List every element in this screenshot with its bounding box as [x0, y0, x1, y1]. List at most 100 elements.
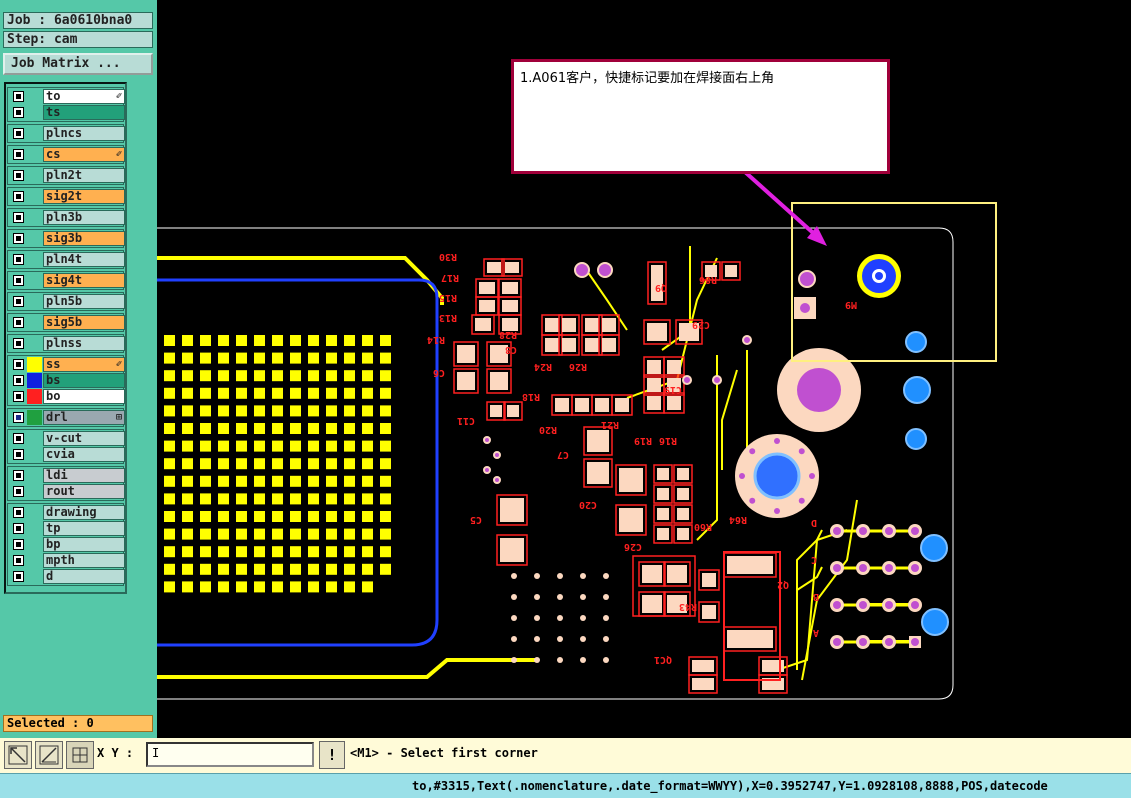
- layer-row-pln5b[interactable]: pln5b: [9, 294, 127, 309]
- layer-checkbox[interactable]: [13, 412, 24, 423]
- layer-name[interactable]: bp: [43, 537, 125, 552]
- layer-row-to[interactable]: to✐: [9, 89, 127, 104]
- layer-checkbox[interactable]: [13, 507, 24, 518]
- layer-name[interactable]: drawing: [43, 505, 125, 520]
- layer-checkbox[interactable]: [13, 191, 24, 202]
- layer-row-pln2t[interactable]: pln2t: [9, 168, 127, 183]
- layer-checkbox[interactable]: [13, 317, 24, 328]
- bga-pad: [218, 335, 229, 346]
- smd-pad: [500, 538, 524, 562]
- layer-row-ss[interactable]: ss✐: [9, 357, 127, 372]
- via: [511, 573, 517, 579]
- layer-row-drawing[interactable]: drawing: [9, 505, 127, 520]
- layer-name[interactable]: rout: [43, 484, 125, 499]
- xy-input[interactable]: I: [146, 742, 314, 767]
- layer-checkbox[interactable]: [13, 149, 24, 160]
- layer-color-swatch[interactable]: [27, 373, 42, 388]
- zoom-tool-button[interactable]: [4, 741, 32, 769]
- layer-row-pln4t[interactable]: pln4t: [9, 252, 127, 267]
- layer-color-swatch[interactable]: [27, 357, 42, 372]
- layer-row-bo[interactable]: bo: [9, 389, 127, 404]
- layer-checkbox[interactable]: [13, 338, 24, 349]
- layer-checkbox[interactable]: [13, 539, 24, 550]
- layer-checkbox[interactable]: [13, 275, 24, 286]
- layer-name[interactable]: sig4t: [43, 273, 125, 288]
- layer-name[interactable]: drl⊞: [43, 410, 125, 425]
- layer-checkbox[interactable]: [13, 91, 24, 102]
- layer-checkbox[interactable]: [13, 254, 24, 265]
- via: [493, 476, 501, 484]
- layer-name[interactable]: cvia: [43, 447, 125, 462]
- job-matrix-button[interactable]: Job Matrix ...: [3, 53, 153, 75]
- layer-checkbox[interactable]: [13, 128, 24, 139]
- layer-checkbox[interactable]: [13, 233, 24, 244]
- layer-row-cs[interactable]: cs✐: [9, 147, 127, 162]
- layer-name[interactable]: d: [43, 569, 125, 584]
- layer-name[interactable]: pln3b: [43, 210, 125, 225]
- layer-name[interactable]: bo: [43, 389, 125, 404]
- layer-name[interactable]: pln5b: [43, 294, 125, 309]
- layer-checkbox[interactable]: [13, 449, 24, 460]
- layer-name[interactable]: sig3b: [43, 231, 125, 246]
- layer-row-sig4t[interactable]: sig4t: [9, 273, 127, 288]
- layer-name[interactable]: cs✐: [43, 147, 125, 162]
- layer-name[interactable]: sig2t: [43, 189, 125, 204]
- layer-name[interactable]: ldi: [43, 468, 125, 483]
- layer-row-sig3b[interactable]: sig3b: [9, 231, 127, 246]
- layer-row-sig2t[interactable]: sig2t: [9, 189, 127, 204]
- layer-row-plncs[interactable]: plncs: [9, 126, 127, 141]
- layer-name[interactable]: ss✐: [43, 357, 125, 372]
- bga-pad: [326, 475, 337, 487]
- layer-row-ts[interactable]: ts: [9, 105, 127, 120]
- layer-checkbox[interactable]: [13, 359, 24, 370]
- layer-checkbox[interactable]: [13, 470, 24, 481]
- layer-row-ldi[interactable]: ldi: [9, 468, 127, 483]
- layer-row-pln3b[interactable]: pln3b: [9, 210, 127, 225]
- refdes-label: C29: [692, 319, 710, 330]
- silkscreen-outline: [663, 561, 691, 587]
- bga-pad: [254, 370, 265, 382]
- layer-color-swatch[interactable]: [27, 389, 42, 404]
- layer-row-bp[interactable]: bp: [9, 537, 127, 552]
- bga-pad: [308, 423, 319, 434]
- layer-row-mpth[interactable]: mpth: [9, 553, 127, 568]
- layer-checkbox[interactable]: [13, 555, 24, 566]
- layer-name[interactable]: tp: [43, 521, 125, 536]
- layer-row-cvia[interactable]: cvia: [9, 447, 127, 462]
- layer-checkbox[interactable]: [13, 433, 24, 444]
- layer-name[interactable]: plnss: [43, 336, 125, 351]
- layer-color-swatch[interactable]: [27, 410, 42, 425]
- layer-checkbox[interactable]: [13, 375, 24, 386]
- layer-name[interactable]: bs: [43, 373, 125, 388]
- layer-name[interactable]: v-cut: [43, 431, 125, 446]
- layer-name[interactable]: plncs: [43, 126, 125, 141]
- bga-pad: [326, 493, 337, 505]
- measure-tool-button[interactable]: [35, 741, 63, 769]
- layer-name[interactable]: pln4t: [43, 252, 125, 267]
- layer-row-rout[interactable]: rout: [9, 484, 127, 499]
- bga-pad: [164, 335, 175, 346]
- layer-row-v-cut[interactable]: v-cut: [9, 431, 127, 446]
- layer-name[interactable]: ts: [43, 105, 125, 120]
- layer-name[interactable]: mpth: [43, 553, 125, 568]
- layer-checkbox[interactable]: [13, 571, 24, 582]
- layer-checkbox[interactable]: [13, 523, 24, 534]
- snap-tool-button[interactable]: [66, 741, 94, 769]
- layer-name[interactable]: sig5b: [43, 315, 125, 330]
- warning-button[interactable]: !: [319, 741, 345, 769]
- layer-row-bs[interactable]: bs: [9, 373, 127, 388]
- layer-checkbox[interactable]: [13, 486, 24, 497]
- layer-name[interactable]: to✐: [43, 89, 125, 104]
- layer-row-d[interactable]: d: [9, 569, 127, 584]
- layer-checkbox[interactable]: [13, 391, 24, 402]
- layer-row-sig5b[interactable]: sig5b: [9, 315, 127, 330]
- layer-row-tp[interactable]: tp: [9, 521, 127, 536]
- layer-checkbox[interactable]: [13, 107, 24, 118]
- layer-row-drl[interactable]: drl⊞: [9, 410, 127, 425]
- layer-checkbox[interactable]: [13, 296, 24, 307]
- layer-checkbox[interactable]: [13, 170, 24, 181]
- layer-checkbox[interactable]: [13, 212, 24, 223]
- layer-name[interactable]: pln2t: [43, 168, 125, 183]
- layer-row-plnss[interactable]: plnss: [9, 336, 127, 351]
